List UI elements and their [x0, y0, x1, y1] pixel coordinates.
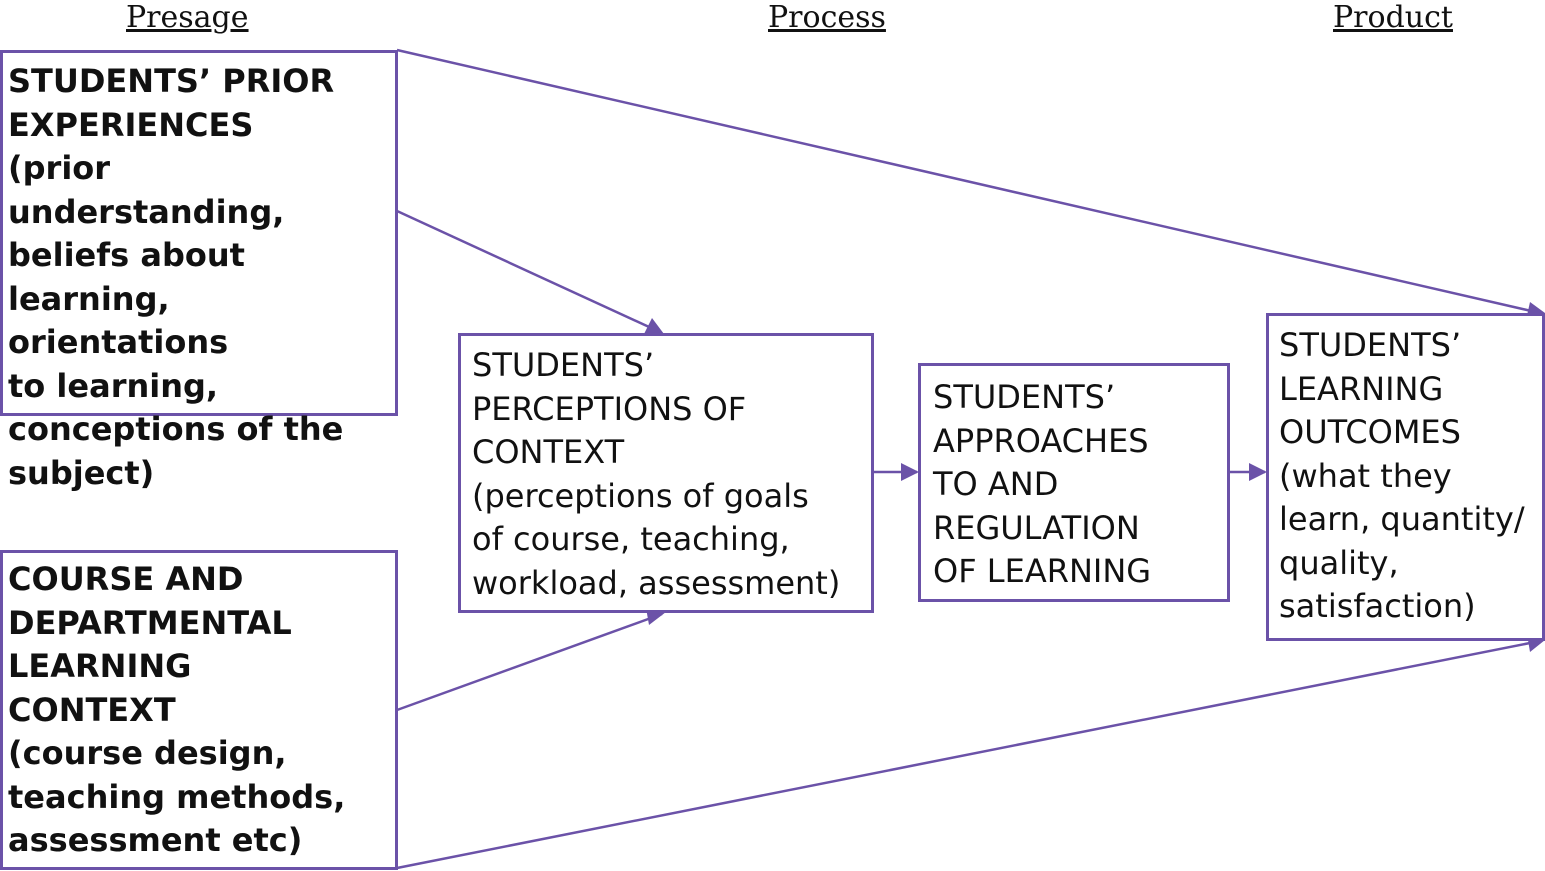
heading-presage: Presage	[126, 0, 249, 35]
prior-experiences-detail: (prior understanding, beliefs about lear…	[8, 149, 344, 492]
arrow-prior-to-outcomes	[396, 48, 1541, 315]
box-students-prior-experiences: STUDENTS’ PRIOR EXPERIENCES (prior under…	[0, 50, 398, 492]
perceptions-detail: (perceptions of goals of course, teachin…	[472, 476, 841, 602]
learning-context-detail: (course design, teaching methods, assess…	[8, 734, 346, 859]
box-students-perceptions-of-context: STUDENTS’ PERCEPTIONS OF CONTEXT (percep…	[458, 333, 874, 613]
arrow-context-to-outcomes	[396, 639, 1541, 870]
box-students-learning-outcomes: STUDENTS’ LEARNING OUTCOMES (what they l…	[1266, 313, 1545, 641]
box-course-departmental-learning-context: COURSE AND DEPARTMENTAL LEARNING CONTEXT…	[0, 550, 398, 870]
heading-process: Process	[768, 0, 886, 35]
arrowhead-prior-to-perceptions	[644, 318, 664, 334]
box-students-approaches-regulation: STUDENTS’ APPROACHES TO AND REGULATION O…	[918, 363, 1230, 602]
arrow-prior-to-perceptions	[396, 209, 661, 334]
prior-experiences-title: STUDENTS’ PRIOR EXPERIENCES	[8, 62, 335, 144]
learning-context-title: COURSE AND DEPARTMENTAL LEARNING CONTEXT	[8, 560, 292, 729]
outcomes-detail: (what they learn, quantity/ quality, sat…	[1279, 456, 1525, 626]
arrow-context-to-perceptions	[396, 612, 663, 712]
arrowhead-approaches-to-outcomes	[1249, 463, 1267, 481]
perceptions-title: STUDENTS’ PERCEPTIONS OF CONTEXT	[472, 346, 747, 471]
approaches-title: STUDENTS’ APPROACHES TO AND REGULATION O…	[933, 378, 1152, 590]
heading-product: Product	[1333, 0, 1453, 35]
outcomes-title: STUDENTS’ LEARNING OUTCOMES	[1279, 326, 1462, 451]
arrowhead-perceptions-to-approaches	[901, 463, 919, 481]
